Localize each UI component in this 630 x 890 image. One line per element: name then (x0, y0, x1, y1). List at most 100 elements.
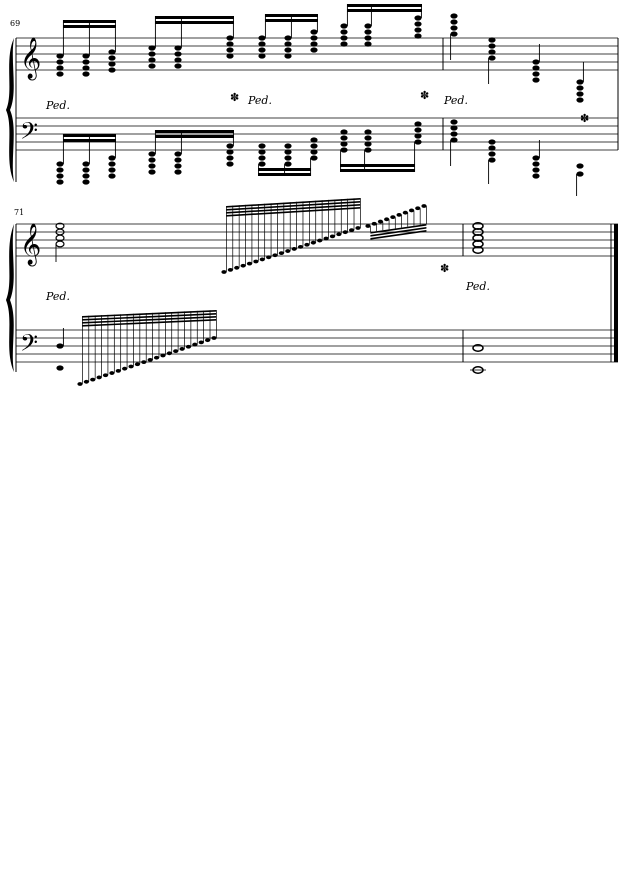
run-note (415, 206, 421, 211)
run-note (272, 253, 278, 258)
bass-staff-1 (16, 117, 618, 151)
run-note (421, 204, 427, 208)
run-note (141, 360, 147, 364)
run-note (390, 215, 396, 220)
run-beam (226, 201, 361, 211)
bass-chords-m70 (450, 119, 584, 196)
final-barline-thick (614, 224, 618, 362)
treble-clef-icon: 𝄞 (20, 37, 41, 80)
pedal-marks-system-2: Ped. ✽ Ped. (45, 262, 490, 303)
run-note (90, 377, 96, 382)
bass-whole-notes-m72 (470, 344, 486, 374)
run-beam (370, 227, 427, 237)
bass-staff-2 (16, 329, 618, 363)
run-note (211, 336, 217, 340)
run-note (304, 242, 310, 247)
treble-staff-1 (16, 37, 618, 71)
run-beam (226, 207, 361, 217)
bass-scale-run (77, 310, 217, 386)
run-note (96, 375, 102, 380)
run-note (285, 249, 291, 253)
system-1: 69 𝄞 𝄢 (6, 4, 619, 196)
run-note (221, 270, 227, 274)
run-note (109, 371, 115, 375)
brace-icon (6, 38, 14, 182)
bass-clef-icon: 𝄢 (20, 329, 38, 362)
run-note (246, 261, 253, 266)
run-note (160, 353, 166, 358)
run-beam (370, 230, 427, 240)
treble-clef-icon: 𝄞 (20, 223, 41, 266)
run-note (342, 230, 348, 235)
run-beam (82, 310, 217, 318)
run-note (234, 265, 240, 270)
run-note (310, 240, 316, 245)
bass-chord-m71 (56, 328, 64, 371)
run-note (115, 368, 121, 373)
run-note (408, 208, 415, 213)
run-beam (82, 319, 217, 327)
bass-clef-icon: 𝄢 (20, 117, 38, 150)
run-note (185, 344, 192, 349)
pedal-mark: Ped. (443, 94, 468, 107)
run-beam (370, 224, 427, 234)
pedal-marks-system-1: Ped. ✽ Ped. ✽ Ped. ✽ (45, 89, 589, 125)
run-note (83, 379, 89, 384)
run-note (377, 219, 384, 224)
treble-scale-run (221, 198, 427, 274)
run-note (365, 224, 371, 228)
pedal-mark: Ped. (45, 290, 70, 303)
run-note (402, 210, 408, 215)
system-2: 71 𝄞 𝄢 (6, 198, 618, 386)
run-note (153, 355, 160, 360)
run-beam (82, 313, 217, 321)
pedal-mark: Ped. (45, 99, 70, 112)
run-note (336, 232, 342, 237)
run-note (205, 338, 211, 343)
run-note (198, 340, 204, 345)
pedal-mark: Ped. (465, 280, 490, 293)
run-note (128, 364, 134, 369)
run-note (371, 221, 377, 226)
run-note (179, 347, 185, 351)
run-note (192, 342, 198, 347)
run-note (266, 255, 272, 260)
run-note (384, 217, 390, 222)
run-note (329, 234, 336, 239)
run-note (323, 236, 329, 241)
run-note (259, 257, 265, 262)
pedal-release-icon: ✽ (420, 89, 429, 102)
run-note (317, 238, 323, 243)
measure-number-69: 69 (10, 19, 20, 28)
treble-staff-2 (16, 223, 618, 257)
run-note (134, 362, 141, 367)
run-note (291, 247, 297, 251)
run-beam (226, 198, 361, 208)
run-note (278, 251, 285, 256)
run-note (173, 349, 179, 354)
run-beam (82, 316, 217, 324)
treble-half-chord-m71 (55, 222, 65, 262)
pedal-release-icon: ✽ (440, 262, 449, 275)
run-note (297, 244, 304, 249)
run-note (396, 212, 402, 217)
treble-chords-m69 (56, 4, 422, 77)
pedal-mark: Ped. (247, 94, 272, 107)
run-note (240, 263, 246, 268)
measure-number-71: 71 (14, 208, 24, 217)
run-note (227, 268, 233, 272)
bass-chords-m69 (56, 121, 422, 185)
treble-whole-chord-m72 (472, 222, 484, 254)
run-note (102, 373, 109, 378)
run-note (349, 228, 355, 232)
brace-icon (6, 224, 14, 372)
pedal-release-icon: ✽ (230, 91, 239, 104)
run-note (77, 382, 83, 386)
pedal-release-icon: ✽ (580, 112, 589, 125)
run-beam (226, 204, 361, 214)
run-note (122, 366, 128, 371)
run-note (253, 259, 259, 264)
run-note (147, 358, 153, 362)
run-note (355, 226, 361, 230)
